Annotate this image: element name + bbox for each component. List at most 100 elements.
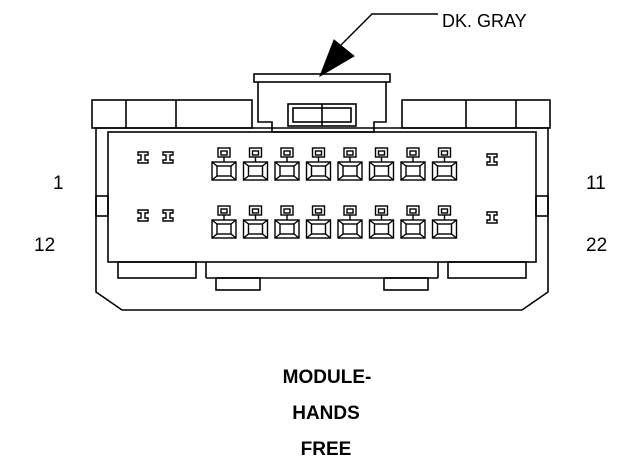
terminal-box (305, 219, 332, 239)
large-terminal-cavity (337, 205, 363, 239)
terminal-box (274, 219, 300, 239)
large-terminal-cavity (305, 205, 332, 239)
terminal-box (211, 161, 237, 181)
terminal-header-inner (283, 150, 291, 156)
bottom-left-ledge (117, 261, 197, 279)
wire-color-leader (319, 13, 438, 78)
terminal-box-bevel (432, 219, 457, 239)
module-title-line-1: MODULE- (283, 367, 372, 388)
terminal-box-inner (436, 223, 453, 235)
terminal-box (305, 161, 332, 181)
terminal-header-inner (314, 150, 323, 156)
terminal-box-bevel (337, 219, 363, 239)
terminal-header-inner (440, 150, 449, 156)
small-terminal-cavity (486, 211, 498, 224)
terminal-header-inner (346, 150, 354, 156)
terminal-box-inner (216, 223, 232, 235)
terminal-header-inner (377, 208, 386, 214)
large-terminal-cavity (305, 147, 332, 181)
connector-body (91, 73, 551, 311)
top-left-shoulder (91, 99, 253, 129)
pin-label-11: 11 (586, 173, 606, 194)
terminal-box-bevel (337, 161, 363, 181)
small-terminal-cavity (486, 153, 498, 166)
large-terminal-cavity (242, 205, 269, 239)
small-terminal-cavity (162, 209, 174, 222)
terminal-box-bevel (274, 219, 300, 239)
terminal-box (400, 161, 426, 181)
terminal-box-bevel (369, 161, 394, 181)
terminal-header-inner (220, 150, 228, 156)
large-terminal-cavity (274, 147, 300, 181)
terminal-box-bevel (432, 161, 457, 181)
terminal-header-inner (220, 208, 228, 214)
terminal-box-bevel (243, 161, 268, 181)
bottom-key-slot-left (215, 277, 261, 291)
terminal-box-inner (279, 223, 295, 235)
small-terminal-cavity (137, 151, 149, 164)
terminal-box-inner (247, 165, 264, 177)
small-terminal-outline (137, 209, 149, 222)
left-latch-tab (95, 195, 109, 217)
terminal-header-inner (283, 208, 291, 214)
terminal-box-bevel (211, 161, 237, 181)
large-terminal-cavity (431, 205, 458, 239)
terminal-box-inner (373, 165, 390, 177)
terminal-box-inner (405, 223, 421, 235)
terminal-box-bevel (306, 161, 331, 181)
large-terminal-cavity (274, 205, 300, 239)
leader-line (335, 13, 438, 51)
terminal-box-inner (279, 165, 295, 177)
pin-label-1: 1 (53, 173, 64, 194)
large-terminal-cavity (400, 205, 426, 239)
module-title-line-2: HANDS (292, 403, 360, 424)
terminal-box (242, 161, 269, 181)
terminal-box-inner (310, 165, 327, 177)
small-terminal-outline (486, 153, 498, 166)
pin-label-12: 12 (34, 235, 55, 256)
terminal-box-inner (342, 223, 358, 235)
small-terminal-cavity (162, 151, 174, 164)
terminal-box-inner (310, 223, 327, 235)
terminal-header-inner (251, 208, 260, 214)
terminal-box-inner (342, 165, 358, 177)
right-latch-tab (535, 195, 549, 217)
terminal-box-inner (373, 223, 390, 235)
terminal-header-inner (409, 150, 417, 156)
terminal-box-inner (405, 165, 421, 177)
terminal-box (274, 161, 300, 181)
terminal-box (431, 161, 458, 181)
large-terminal-cavity (368, 147, 395, 181)
terminal-box-bevel (400, 219, 426, 239)
large-terminal-cavity (211, 205, 237, 239)
terminal-box-bevel (274, 161, 300, 181)
terminal-header-inner (346, 208, 354, 214)
connector-face (107, 131, 537, 263)
large-terminal-cavity (431, 147, 458, 181)
pin-label-22: 22 (586, 235, 607, 256)
terminal-box (337, 219, 363, 239)
locking-tab-inner (292, 107, 352, 123)
terminal-box (400, 219, 426, 239)
top-right-shoulder (401, 99, 551, 129)
terminal-box (368, 161, 395, 181)
terminal-box-bevel (211, 219, 237, 239)
terminal-box-bevel (400, 161, 426, 181)
leader-arrowhead (319, 39, 355, 78)
terminal-header-inner (409, 208, 417, 214)
terminal-box (368, 219, 395, 239)
small-terminal-outline (486, 211, 498, 224)
terminal-box (337, 161, 363, 181)
terminal-header-inner (251, 150, 260, 156)
bottom-right-ledge (447, 261, 527, 279)
terminal-box-bevel (243, 219, 268, 239)
terminal-box-inner (436, 165, 453, 177)
large-terminal-cavity (337, 147, 363, 181)
large-terminal-cavity (368, 205, 395, 239)
large-terminal-cavity (211, 147, 237, 181)
terminal-box (242, 219, 269, 239)
terminal-box-bevel (306, 219, 331, 239)
terminal-header-inner (377, 150, 386, 156)
terminal-header-inner (314, 208, 323, 214)
